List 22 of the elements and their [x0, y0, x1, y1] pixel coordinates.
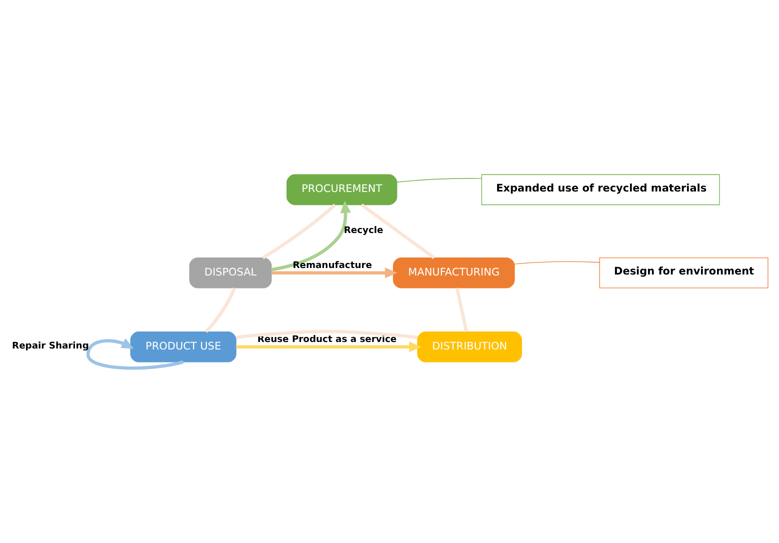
node-box: PRODUCT USE [130, 332, 236, 362]
node-box: Design for environment [598, 257, 768, 288]
connector [204, 288, 236, 333]
edge-label: Recycle [343, 225, 383, 236]
connector [235, 330, 418, 340]
edge-label: Remanufacture [292, 260, 372, 271]
arrow [270, 268, 397, 278]
edge-label: Repair Sharing [12, 340, 88, 352]
connector [360, 203, 435, 260]
node-box: PROCUREMENT [286, 174, 397, 206]
node-box: MANUFACTURING [392, 257, 514, 288]
node-box: Expanded use of recycled materials [480, 174, 720, 206]
connector [514, 261, 600, 264]
arrow [236, 342, 421, 352]
node-box: DISTRIBUTION [416, 332, 522, 362]
connector [396, 178, 482, 182]
connector [454, 288, 468, 332]
connector [261, 204, 336, 260]
arrow [270, 200, 350, 272]
arrow [86, 338, 184, 370]
node-box: DISPOSAL [188, 257, 272, 288]
edge-label: Reuse Product as a service [256, 334, 396, 345]
